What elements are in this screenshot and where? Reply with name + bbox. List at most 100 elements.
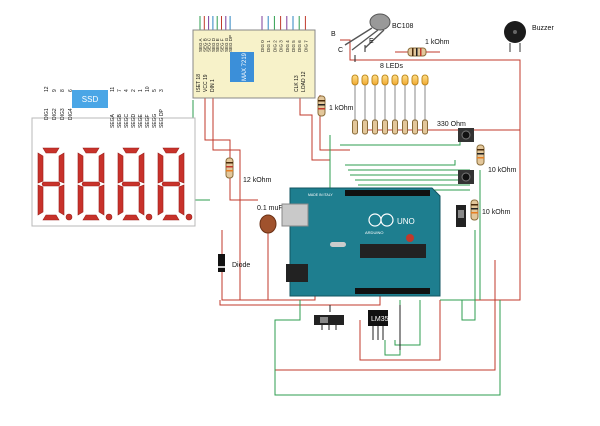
digit-1-seg-c <box>58 184 65 216</box>
digital-header <box>345 190 430 196</box>
resistor-1k-top: 1 kOhm <box>395 39 450 57</box>
digit-2-seg-g <box>81 181 101 187</box>
max-pin-din: DIN 1 <box>210 79 216 92</box>
digit-3-seg-g <box>121 181 141 187</box>
ssd-pin-dig3: DIG3 <box>60 108 66 120</box>
ssd-pin-num-4: 4 <box>124 89 130 92</box>
digit-3-seg-b <box>138 152 145 184</box>
digit-3-seg-c <box>138 184 145 216</box>
ssd-pin-dig2: DIG2 <box>52 108 58 120</box>
ssd-pin-num-9: 9 <box>52 89 58 92</box>
transistor-bc108: B C E BC108 <box>331 13 414 54</box>
ssd-pin-num-1: 1 <box>138 89 144 92</box>
ssd-label: SSD <box>82 95 99 104</box>
led-5 <box>391 74 399 86</box>
resistor-12k-label: 12 kOhm <box>243 177 272 184</box>
max-pin-dig-4: DIG 4 <box>285 40 290 52</box>
resistor-330-4 <box>382 119 388 135</box>
ssd-label-box <box>72 90 108 108</box>
digit-1-seg-dp <box>65 213 73 221</box>
digit-2-seg-b <box>98 152 105 184</box>
resistor-12k: 12 kOhm <box>225 157 272 184</box>
max-pin-vcc: VCC 19 <box>203 74 209 92</box>
digit-3-seg-f <box>117 152 124 184</box>
arduino-brand: ARDUINO <box>365 230 383 235</box>
transistor-pin-b: B <box>331 31 336 38</box>
max-pin-dig-7: DIG 7 <box>303 40 308 52</box>
arduino-made-in: MADE IN ITALY <box>308 193 333 197</box>
slide-switch-bottom <box>314 315 344 330</box>
max-pin-dig-5: DIG 5 <box>291 40 296 52</box>
resistor-330-label: 330 Ohm <box>437 121 466 128</box>
digit-2-seg-c <box>98 184 105 216</box>
max-pin-seg-4: SEG E <box>215 38 220 52</box>
max7219-label-box <box>230 52 254 82</box>
ssd-pin-segdp: SEG DP <box>159 108 165 128</box>
max-pin-dig-0: DIG 0 <box>260 40 265 52</box>
digit-4-seg-c <box>178 184 185 216</box>
led-4 <box>381 74 389 86</box>
digit-1-seg-f <box>37 152 44 184</box>
capacitor: 0.1 muF <box>257 205 283 234</box>
digit-3-seg-d <box>122 214 140 221</box>
ssd-digits <box>37 147 193 221</box>
digit-3-seg-dp <box>145 213 153 221</box>
ssd-pin-segd: SEGD <box>131 113 137 128</box>
max-pin-seg-6: SEG G <box>224 37 229 52</box>
digit-3-seg-e <box>117 184 124 216</box>
ssd-digit-pin-labels: DIG1 DIG2 DIG3 DIG4 12 9 8 6 <box>44 86 74 120</box>
max-pin-dig-6: DIG 6 <box>297 40 302 52</box>
digit-4-seg-b <box>178 152 185 184</box>
ssd-pin-num-3: 3 <box>159 89 165 92</box>
digit-1-seg-g <box>41 181 61 187</box>
crystal <box>330 242 346 247</box>
max-pin-seg-5: SEG F <box>220 38 225 52</box>
buzzer-label: Buzzer <box>532 25 554 32</box>
reset-button <box>406 234 414 242</box>
digit-1-seg-b <box>58 152 65 184</box>
ssd-seg-pin-labels: SEGA SEGB SEGC SEGD SEGE SEGF SEGG SEG D… <box>110 86 165 128</box>
max-pin-dig-1: DIG 1 <box>266 40 271 52</box>
resistor-330-3 <box>372 119 378 135</box>
leds-group: 8 LEDs <box>351 63 429 135</box>
digit-2-seg-e <box>77 184 84 216</box>
max-pin-seg-7: SEG DP <box>228 35 233 52</box>
arduino-model: UNO <box>397 217 415 226</box>
diode-label: Diode <box>232 262 250 269</box>
digit-2-seg-a <box>82 147 100 154</box>
ssd-pin-num-10: 10 <box>145 86 151 92</box>
ssd-pin-segf: SEGF <box>145 114 151 128</box>
digit-1-seg-e <box>37 184 44 216</box>
resistor-330-5 <box>392 119 398 135</box>
ssd-pin-num-12: 12 <box>44 86 50 92</box>
ssd-pin-dig4: DIG4 <box>68 108 74 120</box>
diode: Diode <box>218 254 250 272</box>
max-pin-clk: CLK 13 <box>294 75 300 92</box>
led-8 <box>421 74 429 86</box>
push-button-2 <box>458 170 474 184</box>
resistor-10k-2-label: 10 kOhm <box>482 209 511 216</box>
transistor-pin-c: C <box>338 47 343 54</box>
led-7 <box>411 74 419 86</box>
resistor-330-6 <box>402 119 408 135</box>
led-6 <box>401 74 409 86</box>
digit-2-seg-f <box>77 152 84 184</box>
analog-header <box>355 288 430 294</box>
resistor-330-2 <box>362 119 368 135</box>
buzzer: Buzzer <box>504 21 554 52</box>
resistor-330-8 <box>422 119 428 135</box>
resistor-330-7 <box>412 119 418 135</box>
led-2 <box>361 74 369 86</box>
max7219-top-pins <box>199 16 306 30</box>
max7219-name: MAX 7219 <box>242 52 248 81</box>
digit-4-seg-dp <box>185 213 193 221</box>
ssd-pin-sege: SEGE <box>138 113 144 128</box>
ssd-pin-num-6: 6 <box>68 89 74 92</box>
max-pin-seg-3: SEG D <box>211 37 216 52</box>
digit-4-seg-e <box>157 184 164 216</box>
digit-2-seg-d <box>82 214 100 221</box>
max-pin-seg-2: SEG C <box>207 37 212 52</box>
led-1 <box>351 74 359 86</box>
power-jack <box>286 264 308 282</box>
